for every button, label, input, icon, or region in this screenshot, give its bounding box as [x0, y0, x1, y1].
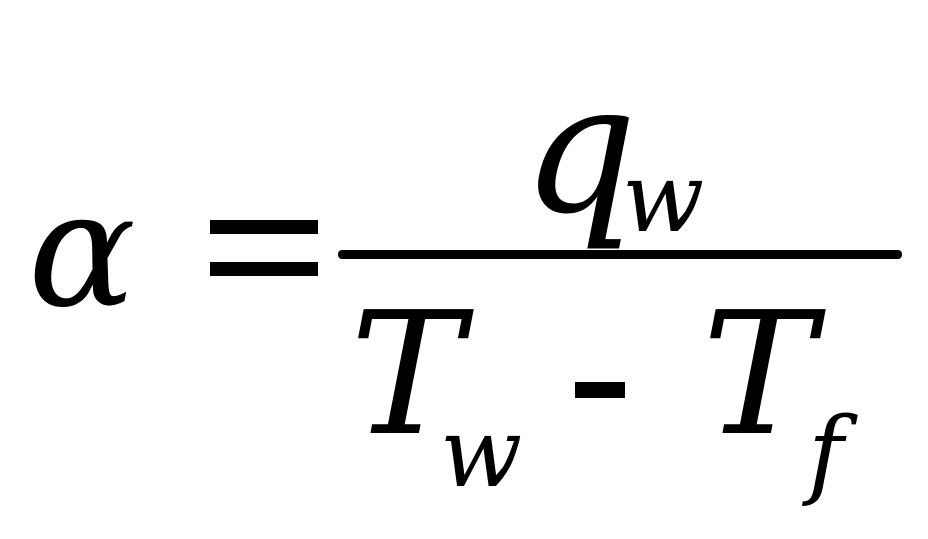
minus-sign: [575, 382, 625, 398]
denominator-subscript-f: f: [808, 397, 844, 509]
alpha-symbol: α: [28, 156, 137, 343]
denominator-subscript-w: w: [440, 397, 523, 509]
numerator-q-symbol: q: [522, 45, 638, 254]
numerator-subscript-w: w: [622, 142, 705, 254]
equals-sign-bottom-stroke: [210, 262, 318, 276]
fraction-bar: [338, 250, 902, 259]
denominator-T-fluid-symbol: T: [702, 276, 816, 474]
equals-sign-top-stroke: [210, 220, 318, 234]
denominator-T-wall-symbol: T: [350, 276, 464, 474]
